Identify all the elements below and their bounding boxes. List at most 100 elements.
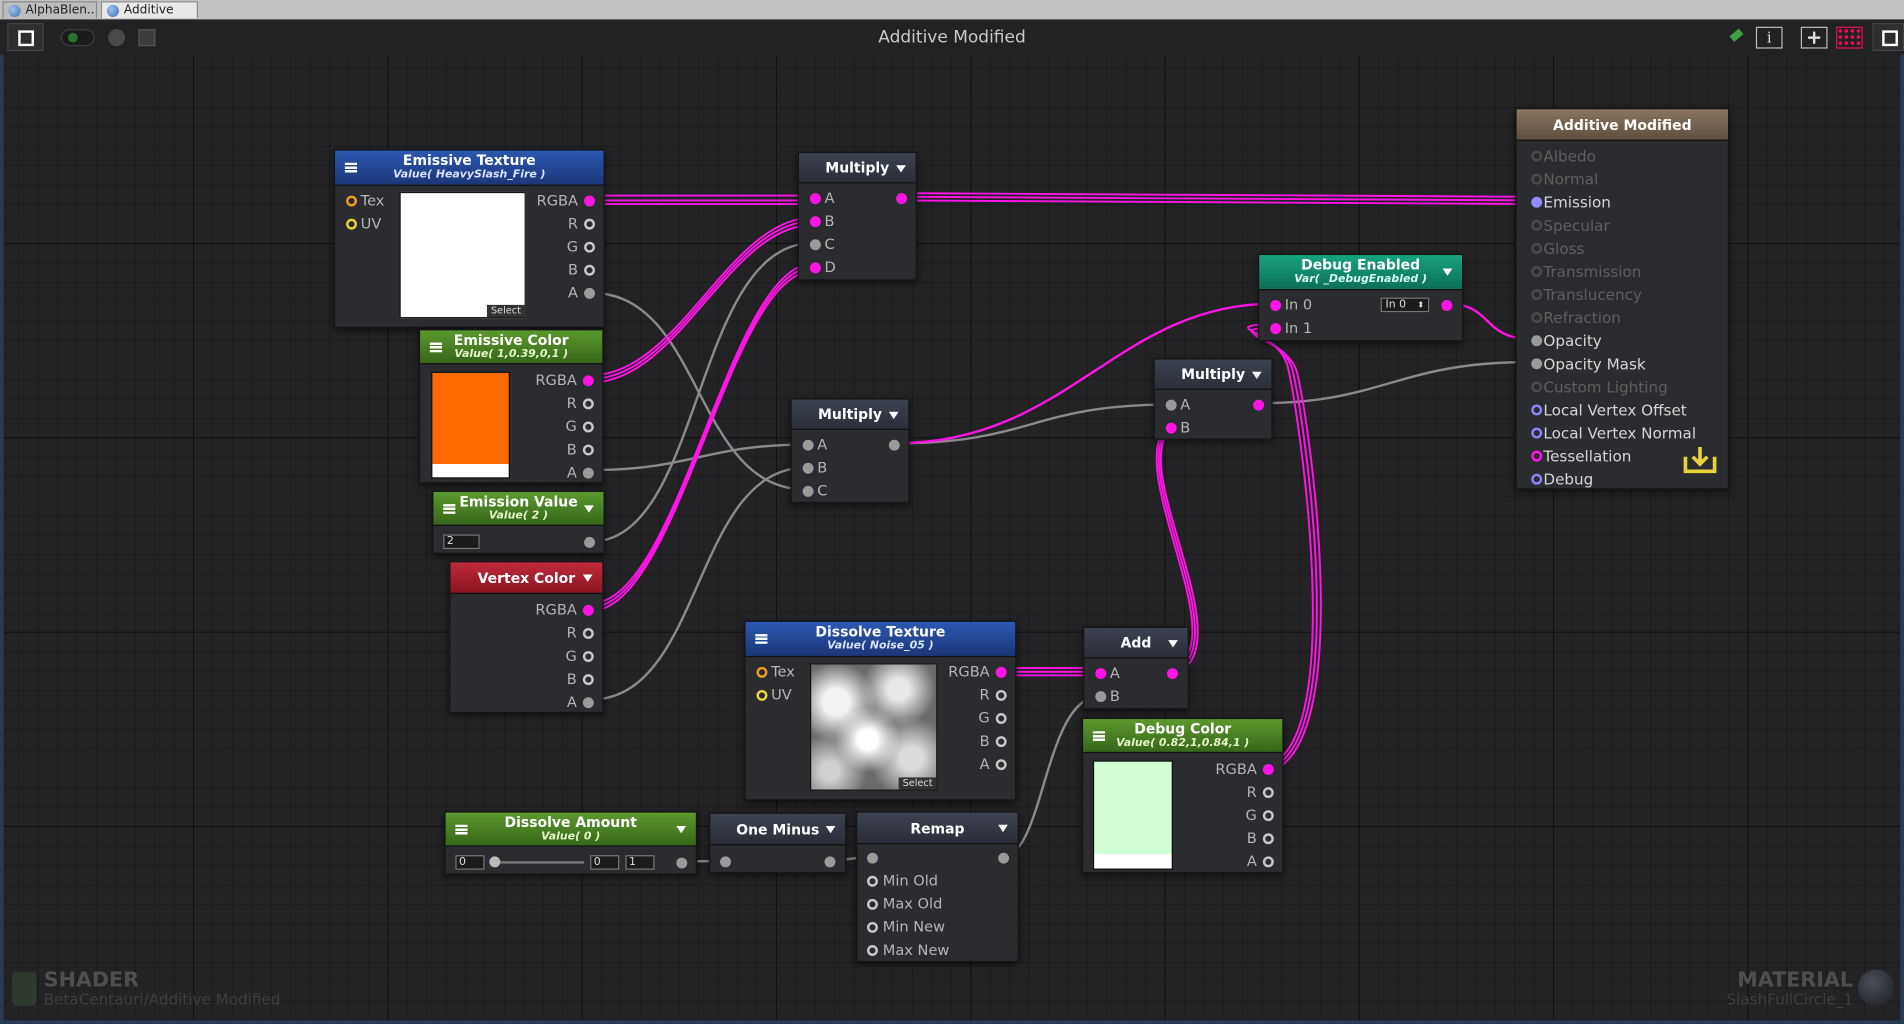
input-port[interactable] [1531, 242, 1543, 254]
input-port-a[interactable] [1095, 668, 1107, 680]
input-port[interactable] [1531, 173, 1543, 185]
output-port[interactable] [998, 852, 1010, 864]
input-port-value[interactable] [867, 852, 878, 864]
output-port[interactable] [824, 856, 836, 868]
node-one-minus[interactable]: One Minus [709, 812, 847, 874]
output-port[interactable] [676, 857, 688, 869]
tab-additive-modified[interactable]: Additive M.. [100, 1, 198, 34]
output-port-a[interactable] [1262, 856, 1274, 868]
input-port-b[interactable] [1095, 691, 1107, 703]
input-port-b[interactable] [802, 462, 814, 474]
max-field[interactable]: 1 [625, 855, 655, 870]
node-header[interactable]: Additive Modified [1516, 109, 1728, 141]
node-remap[interactable]: Remap Min Old Max Old Min New Max New [856, 811, 1019, 963]
tab-alphablend[interactable]: AlphaBlen.. [2, 1, 98, 19]
output-port[interactable] [1166, 668, 1178, 680]
output-port[interactable] [888, 439, 900, 451]
output-port[interactable] [1253, 399, 1265, 411]
chevron-down-icon[interactable] [584, 505, 594, 513]
maximize-button[interactable] [7, 23, 44, 52]
texture-preview[interactable]: Select [399, 191, 526, 319]
output-port-rgba[interactable] [582, 604, 594, 616]
node-vertex-color[interactable]: Vertex Color RGBA R G B A [449, 561, 604, 714]
node-header[interactable]: Dissolve Amount Value( 0 ) [445, 812, 696, 847]
output-port[interactable] [584, 536, 596, 548]
node-emission-value[interactable]: Emission Value Value( 2 ) 2 [432, 490, 605, 554]
input-port-max-new[interactable] [867, 945, 878, 956]
clean-icon[interactable] [1727, 28, 1746, 46]
output-port-r[interactable] [995, 689, 1007, 701]
output-port-rgba[interactable] [584, 195, 596, 207]
focus-icon[interactable] [1800, 26, 1828, 49]
output-port-rgba[interactable] [582, 375, 594, 387]
chevron-down-icon[interactable] [998, 824, 1008, 833]
input-port-max-old[interactable] [867, 898, 878, 910]
input-port[interactable] [1531, 358, 1543, 370]
node-emissive-color[interactable]: Emissive Color Value( 1,0.39,0,1 ) RGBA … [418, 329, 604, 484]
node-header[interactable]: Emissive Color Value( 1,0.39,0,1 ) [420, 330, 603, 365]
input-port-in1[interactable] [1270, 323, 1282, 335]
input-port[interactable] [1531, 312, 1543, 324]
node-emissive-texture[interactable]: Emissive Texture Value( HeavySlash_Fire … [333, 149, 605, 328]
select-button[interactable]: Select [898, 777, 937, 790]
chevron-down-icon[interactable] [1442, 268, 1453, 276]
chevron-down-icon[interactable] [582, 574, 593, 582]
noise-texture-preview[interactable]: Select [809, 663, 938, 791]
output-port-g[interactable] [1262, 810, 1274, 822]
grid-icon[interactable] [1836, 26, 1863, 49]
record-icon[interactable] [108, 29, 126, 47]
output-port-g[interactable] [584, 241, 596, 253]
node-multiply-2[interactable]: Multiply A B C [790, 398, 910, 503]
node-header[interactable]: Emissive Texture Value( HeavySlash_Fire … [335, 150, 604, 186]
input-port[interactable] [1531, 450, 1543, 462]
input-port[interactable] [1531, 289, 1543, 301]
color-swatch[interactable] [431, 371, 511, 479]
input-port[interactable] [1531, 427, 1543, 439]
output-port-g[interactable] [582, 651, 594, 663]
color-swatch[interactable] [1092, 760, 1174, 870]
input-port-tex[interactable] [346, 195, 358, 207]
node-header[interactable]: Multiply [791, 399, 909, 431]
node-debug-enabled[interactable]: Debug Enabled Var( _DebugEnabled ) In 0 … [1258, 253, 1464, 342]
chevron-down-icon[interactable] [1251, 371, 1262, 379]
input-port-in0[interactable] [1270, 300, 1282, 311]
input-port-min-old[interactable] [867, 875, 878, 887]
input-port-uv[interactable] [756, 689, 768, 701]
output-port-a[interactable] [582, 697, 594, 709]
input-port-a[interactable] [809, 193, 821, 205]
output-port-a[interactable] [995, 759, 1007, 771]
node-header[interactable]: Emission Value Value( 2 ) [433, 491, 604, 526]
node-header[interactable]: Multiply [799, 153, 916, 184]
live-toggle-button[interactable] [60, 29, 95, 47]
output-port-a[interactable] [582, 467, 594, 479]
input-port-b[interactable] [809, 216, 821, 228]
menu-icon[interactable] [429, 342, 443, 353]
input-port[interactable] [1531, 150, 1543, 162]
input-port-c[interactable] [802, 485, 814, 497]
node-header[interactable]: Debug Enabled Var( _DebugEnabled ) [1259, 255, 1463, 291]
node-dissolve-amount[interactable]: Dissolve Amount Value( 0 ) 0 0 1 [444, 811, 698, 875]
input-port-uv[interactable] [346, 218, 358, 230]
output-port-rgba[interactable] [995, 666, 1007, 678]
maximize-right-button[interactable] [1872, 23, 1904, 52]
output-download-icon[interactable] [1682, 445, 1718, 477]
chevron-down-icon[interactable] [896, 165, 906, 173]
node-header[interactable]: One Minus [710, 813, 846, 846]
node-header[interactable]: Dissolve Texture Value( Noise_05 ) [745, 621, 1016, 658]
input-port[interactable] [1531, 473, 1543, 485]
node-header[interactable]: Vertex Color [450, 562, 603, 594]
chevron-down-icon[interactable] [676, 825, 687, 834]
chevron-down-icon[interactable] [1168, 640, 1178, 648]
input-port-a[interactable] [1165, 399, 1177, 411]
output-port-b[interactable] [584, 264, 596, 276]
info-icon[interactable]: i [1755, 26, 1783, 49]
output-port-r[interactable] [584, 218, 596, 230]
node-header[interactable]: Debug Color Value( 0.82,1,0.84,1 ) [1083, 719, 1283, 754]
output-port-g[interactable] [995, 713, 1007, 724]
chevron-down-icon[interactable] [888, 411, 899, 420]
slider-track[interactable] [491, 861, 585, 864]
node-header[interactable]: Multiply [1154, 359, 1272, 390]
input-port[interactable] [720, 856, 732, 868]
value-field[interactable]: 0 [455, 855, 485, 870]
